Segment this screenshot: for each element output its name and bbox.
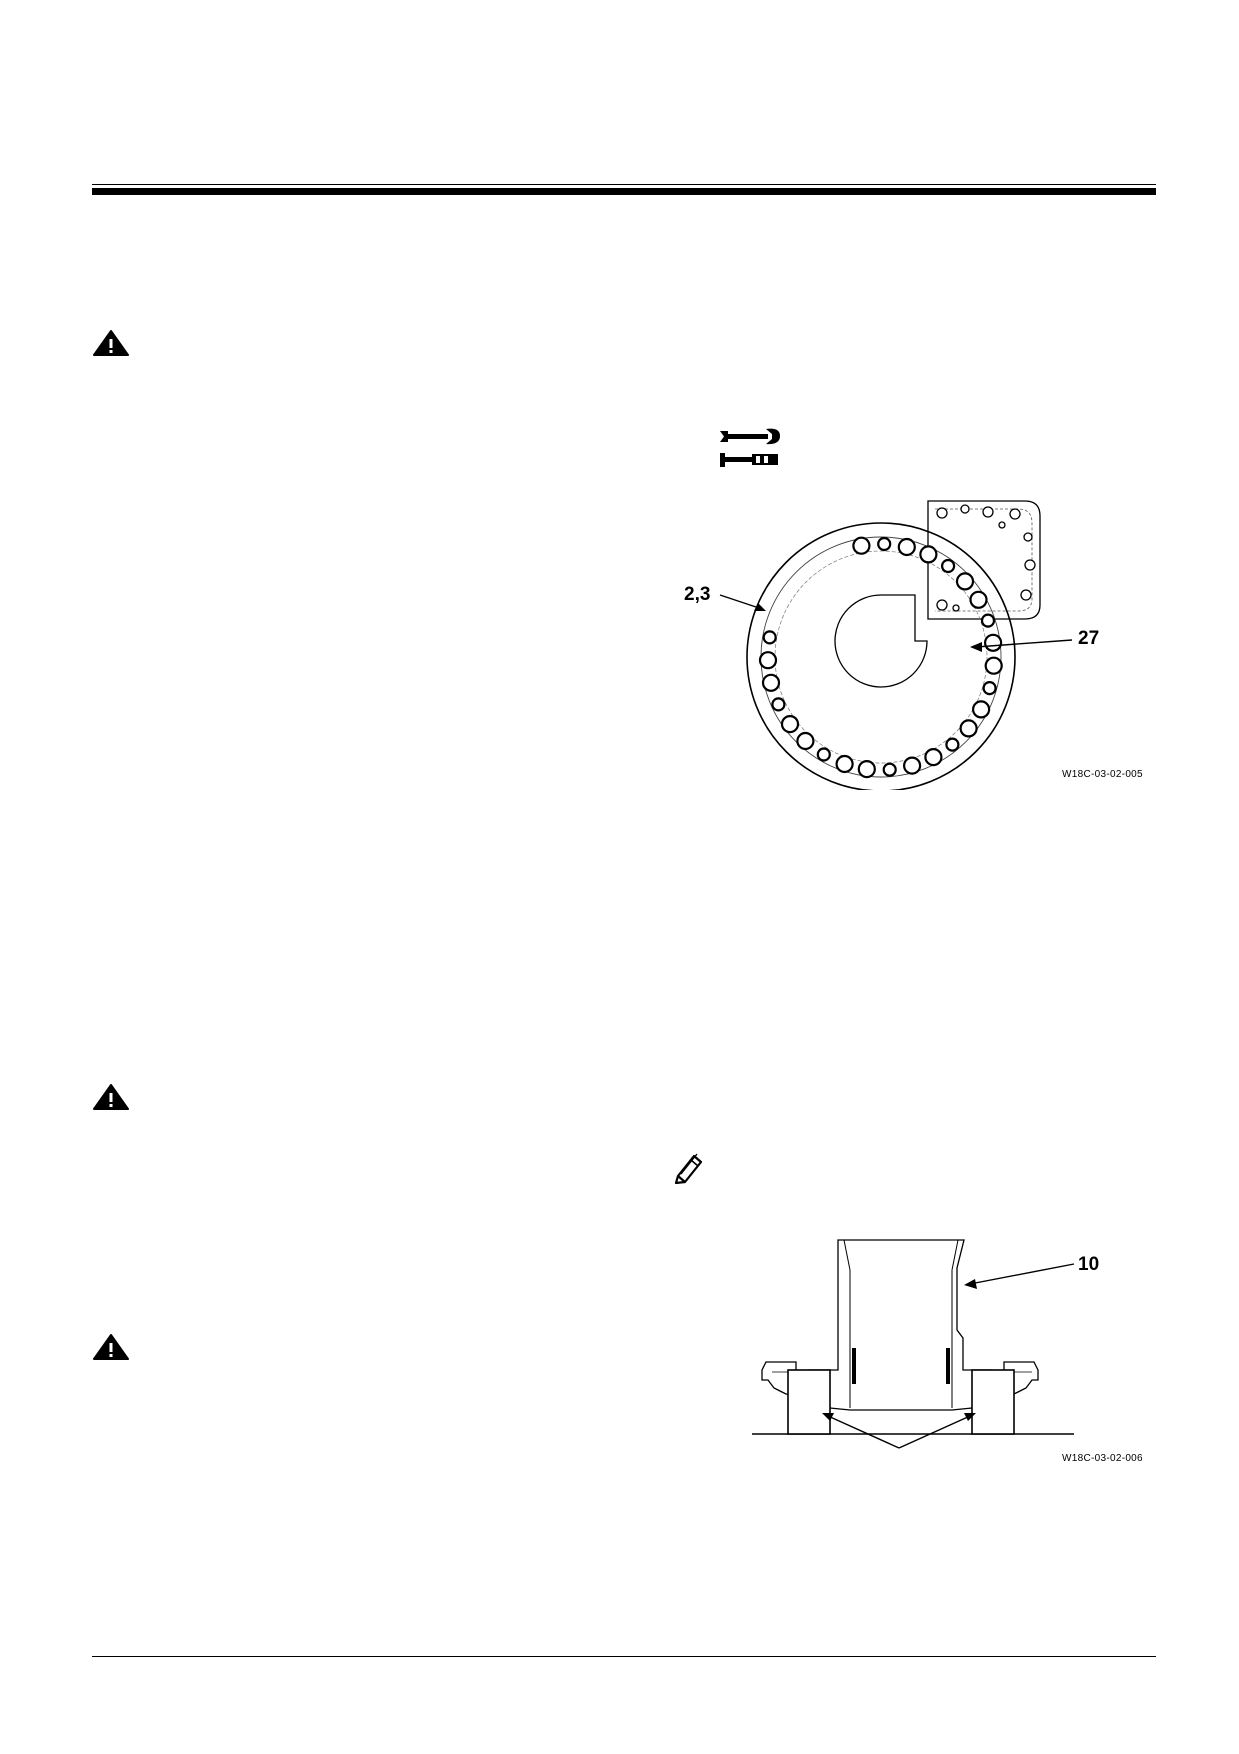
header-rule-thick <box>92 188 1156 195</box>
bolt-hole <box>980 613 996 628</box>
footer-rule <box>92 1656 1156 1657</box>
bolt-hole <box>984 633 1003 652</box>
bolt-hole <box>903 756 922 775</box>
bolt-hole <box>835 754 854 774</box>
bolt-hole <box>761 673 781 692</box>
bolt-hole <box>771 697 786 712</box>
callout-label-27: 27 <box>1078 628 1100 649</box>
bolt-hole <box>762 630 777 645</box>
bolt-hole <box>816 747 831 762</box>
bolt-hole <box>941 558 956 574</box>
bolt-hole <box>919 545 938 564</box>
bolt-hole <box>857 760 876 779</box>
bolt-hole <box>984 656 1003 675</box>
warning-triangle-icon <box>93 1334 129 1360</box>
figure-id-1: W18C-03-02-005 <box>1062 769 1143 780</box>
header-rule-thin <box>92 184 1156 185</box>
figure-housing-bolt-circle <box>719 500 1073 790</box>
pencil-note-icon <box>674 1153 703 1184</box>
bolt-hole <box>852 536 871 555</box>
figure-cross-section-on-blocks <box>752 1239 1075 1449</box>
figure-id-2: W18C-03-02-006 <box>1062 1453 1143 1464</box>
bolt-hole <box>882 762 897 777</box>
bolt-hole <box>924 748 943 767</box>
callout-label-2-3: 2,3 <box>684 584 711 605</box>
bolt-hole <box>758 651 778 670</box>
bolt-hole <box>969 590 988 609</box>
bolt-hole <box>959 719 978 738</box>
wrench-and-torque-wrench-icon <box>720 428 780 467</box>
warning-triangle-icon <box>93 1084 129 1110</box>
callout-label-10: 10 <box>1078 1254 1100 1275</box>
bolt-hole <box>897 537 916 557</box>
warning-triangle-icon <box>93 330 129 356</box>
bolt-hole <box>945 737 960 752</box>
bolt-hole <box>796 731 815 751</box>
bolt-hole <box>982 681 997 696</box>
bolt-hole <box>972 700 991 719</box>
bolt-hole <box>955 572 975 591</box>
bolt-hole <box>877 536 892 552</box>
bolt-hole <box>780 715 800 734</box>
